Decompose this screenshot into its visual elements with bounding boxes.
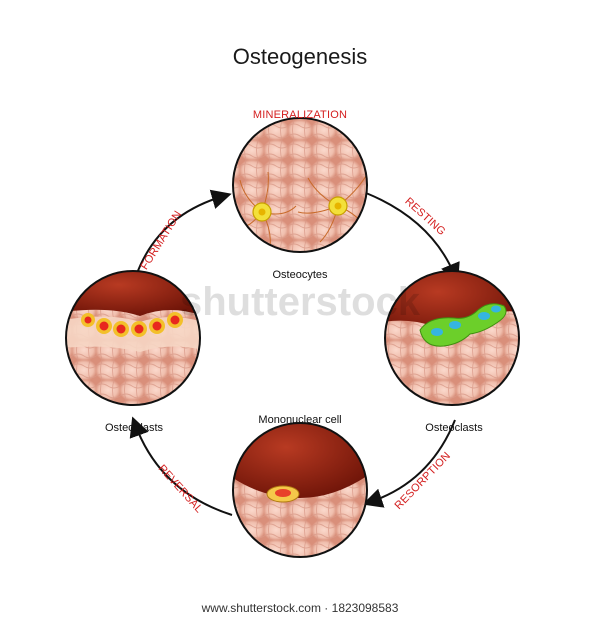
cycle-arrows [129, 189, 460, 516]
label-formation: FORMATION [139, 209, 185, 272]
label-osteoblasts: Osteoblasts [105, 422, 164, 434]
label-mineralization: MINERALIZATION [253, 109, 347, 121]
watermark-footer: www.shutterstock.com · 1823098583 [201, 601, 399, 615]
watermark-brand: shutterstock [180, 280, 421, 324]
mononuclear-circle [232, 422, 368, 558]
arrow-resorption-to-reversal [362, 419, 456, 508]
arrow-reversal-to-formation [129, 416, 233, 516]
label-mononuclear-cell: Mononuclear cell [258, 414, 341, 426]
osteoblasts-circle [65, 270, 201, 406]
osteocytes-circle [232, 117, 368, 253]
arrow-formation-to-mineralization [135, 189, 232, 277]
marrow-cavity [233, 423, 367, 498]
osteoblast-row [81, 312, 183, 337]
label-resorption: RESORPTION [393, 450, 454, 512]
label-reversal: REVERSAL [156, 463, 205, 516]
label-osteocytes: Osteocytes [272, 269, 328, 281]
osteoclasts-circle [384, 270, 520, 406]
arrow-mineralization-to-resting [365, 192, 460, 284]
label-osteoclasts: Osteoclasts [425, 422, 483, 434]
diagram-title: Osteogenesis [233, 44, 368, 69]
